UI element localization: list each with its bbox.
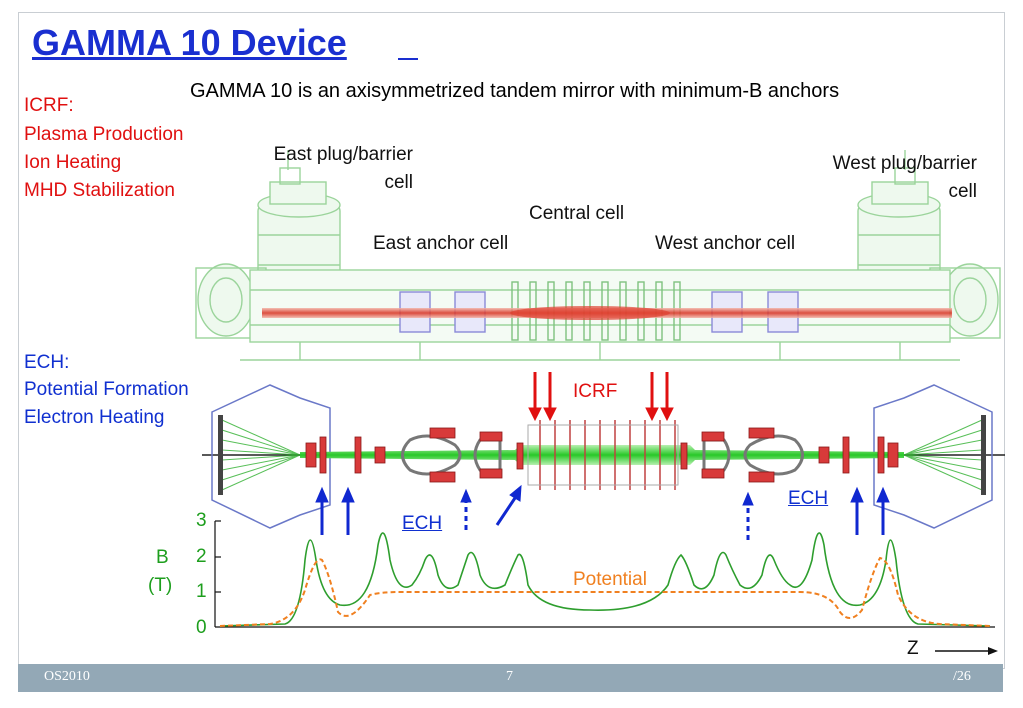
label-east-plug: East plug/barrier (273, 144, 413, 165)
device-3d-drawing (195, 150, 1001, 361)
magnetic-field-curve (219, 532, 991, 627)
plasma-beam-schematic (300, 445, 904, 465)
b-axis-label: B (156, 547, 169, 568)
footer-page-number: 7 (506, 669, 513, 684)
label-ech-left: ECH (402, 513, 443, 534)
left-end-tank (211, 384, 331, 529)
label-west-anchor-cell: West anchor cell (655, 233, 796, 254)
ech-item-electron-heating: Electron Heating (24, 407, 165, 428)
title-underline-tail (398, 58, 418, 60)
tick-0: 0 (196, 617, 207, 638)
footer-conference: OS2010 (44, 669, 90, 684)
plot-axes (214, 520, 995, 628)
tick-1: 1 (196, 581, 207, 602)
ech-heading: ECH: (24, 352, 70, 373)
label-east-plug-cell: cell (384, 172, 413, 193)
slide-title: GAMMA 10 Device (32, 22, 347, 63)
icrf-heading: ICRF: (24, 95, 74, 116)
slide-footer: OS2010 7 /26 (18, 664, 1003, 692)
footer-page-total: /26 (953, 669, 971, 684)
schematic-diagram (202, 372, 1005, 655)
label-icrf: ICRF (573, 381, 618, 402)
b-axis-unit: (T) (148, 575, 173, 596)
tick-2: 2 (196, 546, 207, 567)
potential-curve (219, 556, 991, 627)
z-axis-label: Z (907, 638, 919, 659)
ech-arrows (315, 484, 890, 540)
potential-label: Potential (573, 569, 647, 590)
label-central-cell: Central cell (529, 203, 625, 224)
right-end-tank (873, 384, 993, 529)
label-west-plug-cell: cell (948, 181, 977, 202)
icrf-arrows (528, 372, 674, 422)
icrf-item-plasma-production: Plasma Production (24, 124, 184, 145)
slide-subtitle: GAMMA 10 is an axisymmetrized tandem mir… (190, 80, 840, 102)
label-ech-right: ECH (788, 488, 829, 509)
ech-item-potential-formation: Potential Formation (24, 379, 189, 400)
tick-3: 3 (196, 510, 207, 531)
icrf-item-mhd-stabilization: MHD Stabilization (24, 180, 175, 201)
icrf-item-ion-heating: Ion Heating (24, 152, 122, 173)
label-west-plug: West plug/barrier (832, 153, 977, 174)
label-east-anchor-cell: East anchor cell (373, 233, 509, 254)
coil (305, 442, 317, 468)
